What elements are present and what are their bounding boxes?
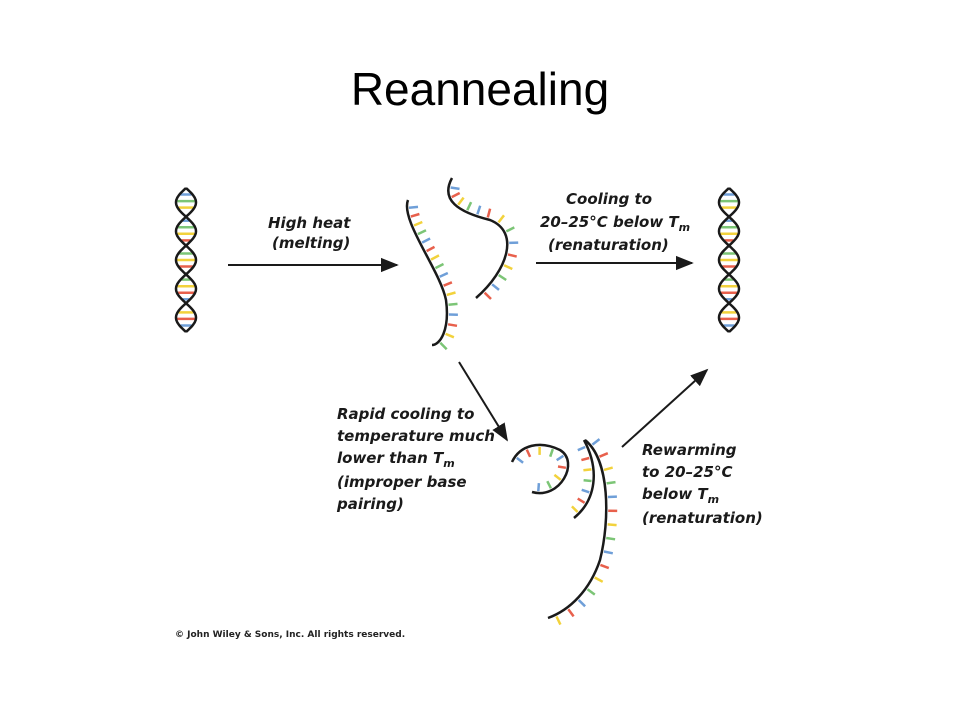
label-rapid-line5: pairing) (336, 495, 404, 513)
base (497, 214, 505, 224)
base (491, 283, 500, 291)
base (537, 483, 541, 492)
base (603, 466, 614, 472)
label-rapid-sub: m (443, 457, 454, 470)
base (606, 480, 616, 485)
base (525, 449, 532, 458)
label-cooling: Cooling to 20–25°C below Tm (renaturatio… (540, 190, 695, 254)
label-rewarm-line1: Rewarming (642, 441, 737, 459)
base (410, 212, 420, 218)
slide-title: Reannealing (350, 63, 610, 115)
base (599, 452, 609, 458)
base (555, 615, 562, 626)
label-rapid-line3: lower than T (337, 449, 445, 467)
copyright-notice: © John Wiley & Sons, Inc. All rights res… (175, 630, 406, 640)
label-melting-line2: (melting) (272, 234, 350, 252)
base (434, 262, 445, 270)
base (553, 473, 562, 481)
base (413, 220, 423, 227)
base (507, 253, 518, 258)
base (603, 550, 614, 555)
base (556, 454, 565, 462)
base (466, 201, 473, 211)
label-rewarm-line4: (renaturation) (642, 509, 763, 527)
base (581, 456, 590, 462)
base (581, 488, 590, 494)
arrow-rapid-cooling (458, 361, 508, 442)
arrow-rewarming (621, 368, 709, 448)
base (549, 448, 554, 458)
double-helix-left (174, 187, 198, 333)
double-helix-right (717, 187, 741, 333)
base (430, 254, 440, 261)
label-rewarm-sub: m (708, 493, 719, 506)
base (439, 271, 449, 278)
base (503, 264, 513, 271)
label-cooling-line1: Cooling to (566, 190, 652, 208)
base (486, 208, 492, 218)
label-rewarming: Rewarming to 20–25°C below Tm (renaturat… (642, 441, 763, 527)
label-rapid-line1: Rapid cooling to (337, 405, 474, 423)
base (583, 478, 592, 483)
base (583, 468, 592, 472)
base (421, 237, 431, 244)
label-melting: High heat (melting) (268, 214, 356, 252)
label-rapid-cooling: Rapid cooling to temperature much lower … (336, 405, 500, 513)
base (417, 229, 427, 236)
base (607, 523, 617, 527)
label-cooling-line3: (renaturation) (548, 236, 669, 254)
base (505, 226, 515, 233)
base (557, 465, 567, 470)
mispaired-strands (510, 438, 618, 626)
base (426, 245, 436, 253)
base (594, 576, 604, 583)
base (577, 599, 586, 608)
base (567, 608, 575, 618)
base (546, 480, 553, 489)
label-rewarm-line2: to 20–25°C (642, 463, 732, 481)
base (446, 291, 456, 297)
base (445, 332, 455, 339)
base (450, 186, 460, 191)
melted-strands (405, 177, 519, 351)
label-rapid-line2: temperature much (337, 427, 495, 445)
base (483, 291, 492, 300)
label-cooling-sub: m (679, 221, 690, 234)
label-rewarm-line3: below T (642, 485, 709, 503)
base (606, 536, 616, 541)
label-cooling-line2: 20–25°C below T (540, 213, 680, 231)
base (586, 588, 596, 596)
base (591, 438, 601, 446)
base (577, 445, 586, 452)
base (439, 341, 448, 351)
base (451, 191, 461, 199)
label-melting-line1: High heat (268, 214, 351, 232)
base (476, 205, 482, 215)
base (443, 281, 453, 287)
base (599, 563, 610, 570)
base (408, 205, 419, 209)
base (577, 497, 586, 504)
base (571, 505, 579, 513)
base (447, 323, 458, 328)
base (448, 302, 458, 306)
label-rapid-line4: (improper base (337, 473, 467, 491)
base (498, 274, 507, 282)
base (457, 196, 465, 206)
base (516, 456, 524, 464)
